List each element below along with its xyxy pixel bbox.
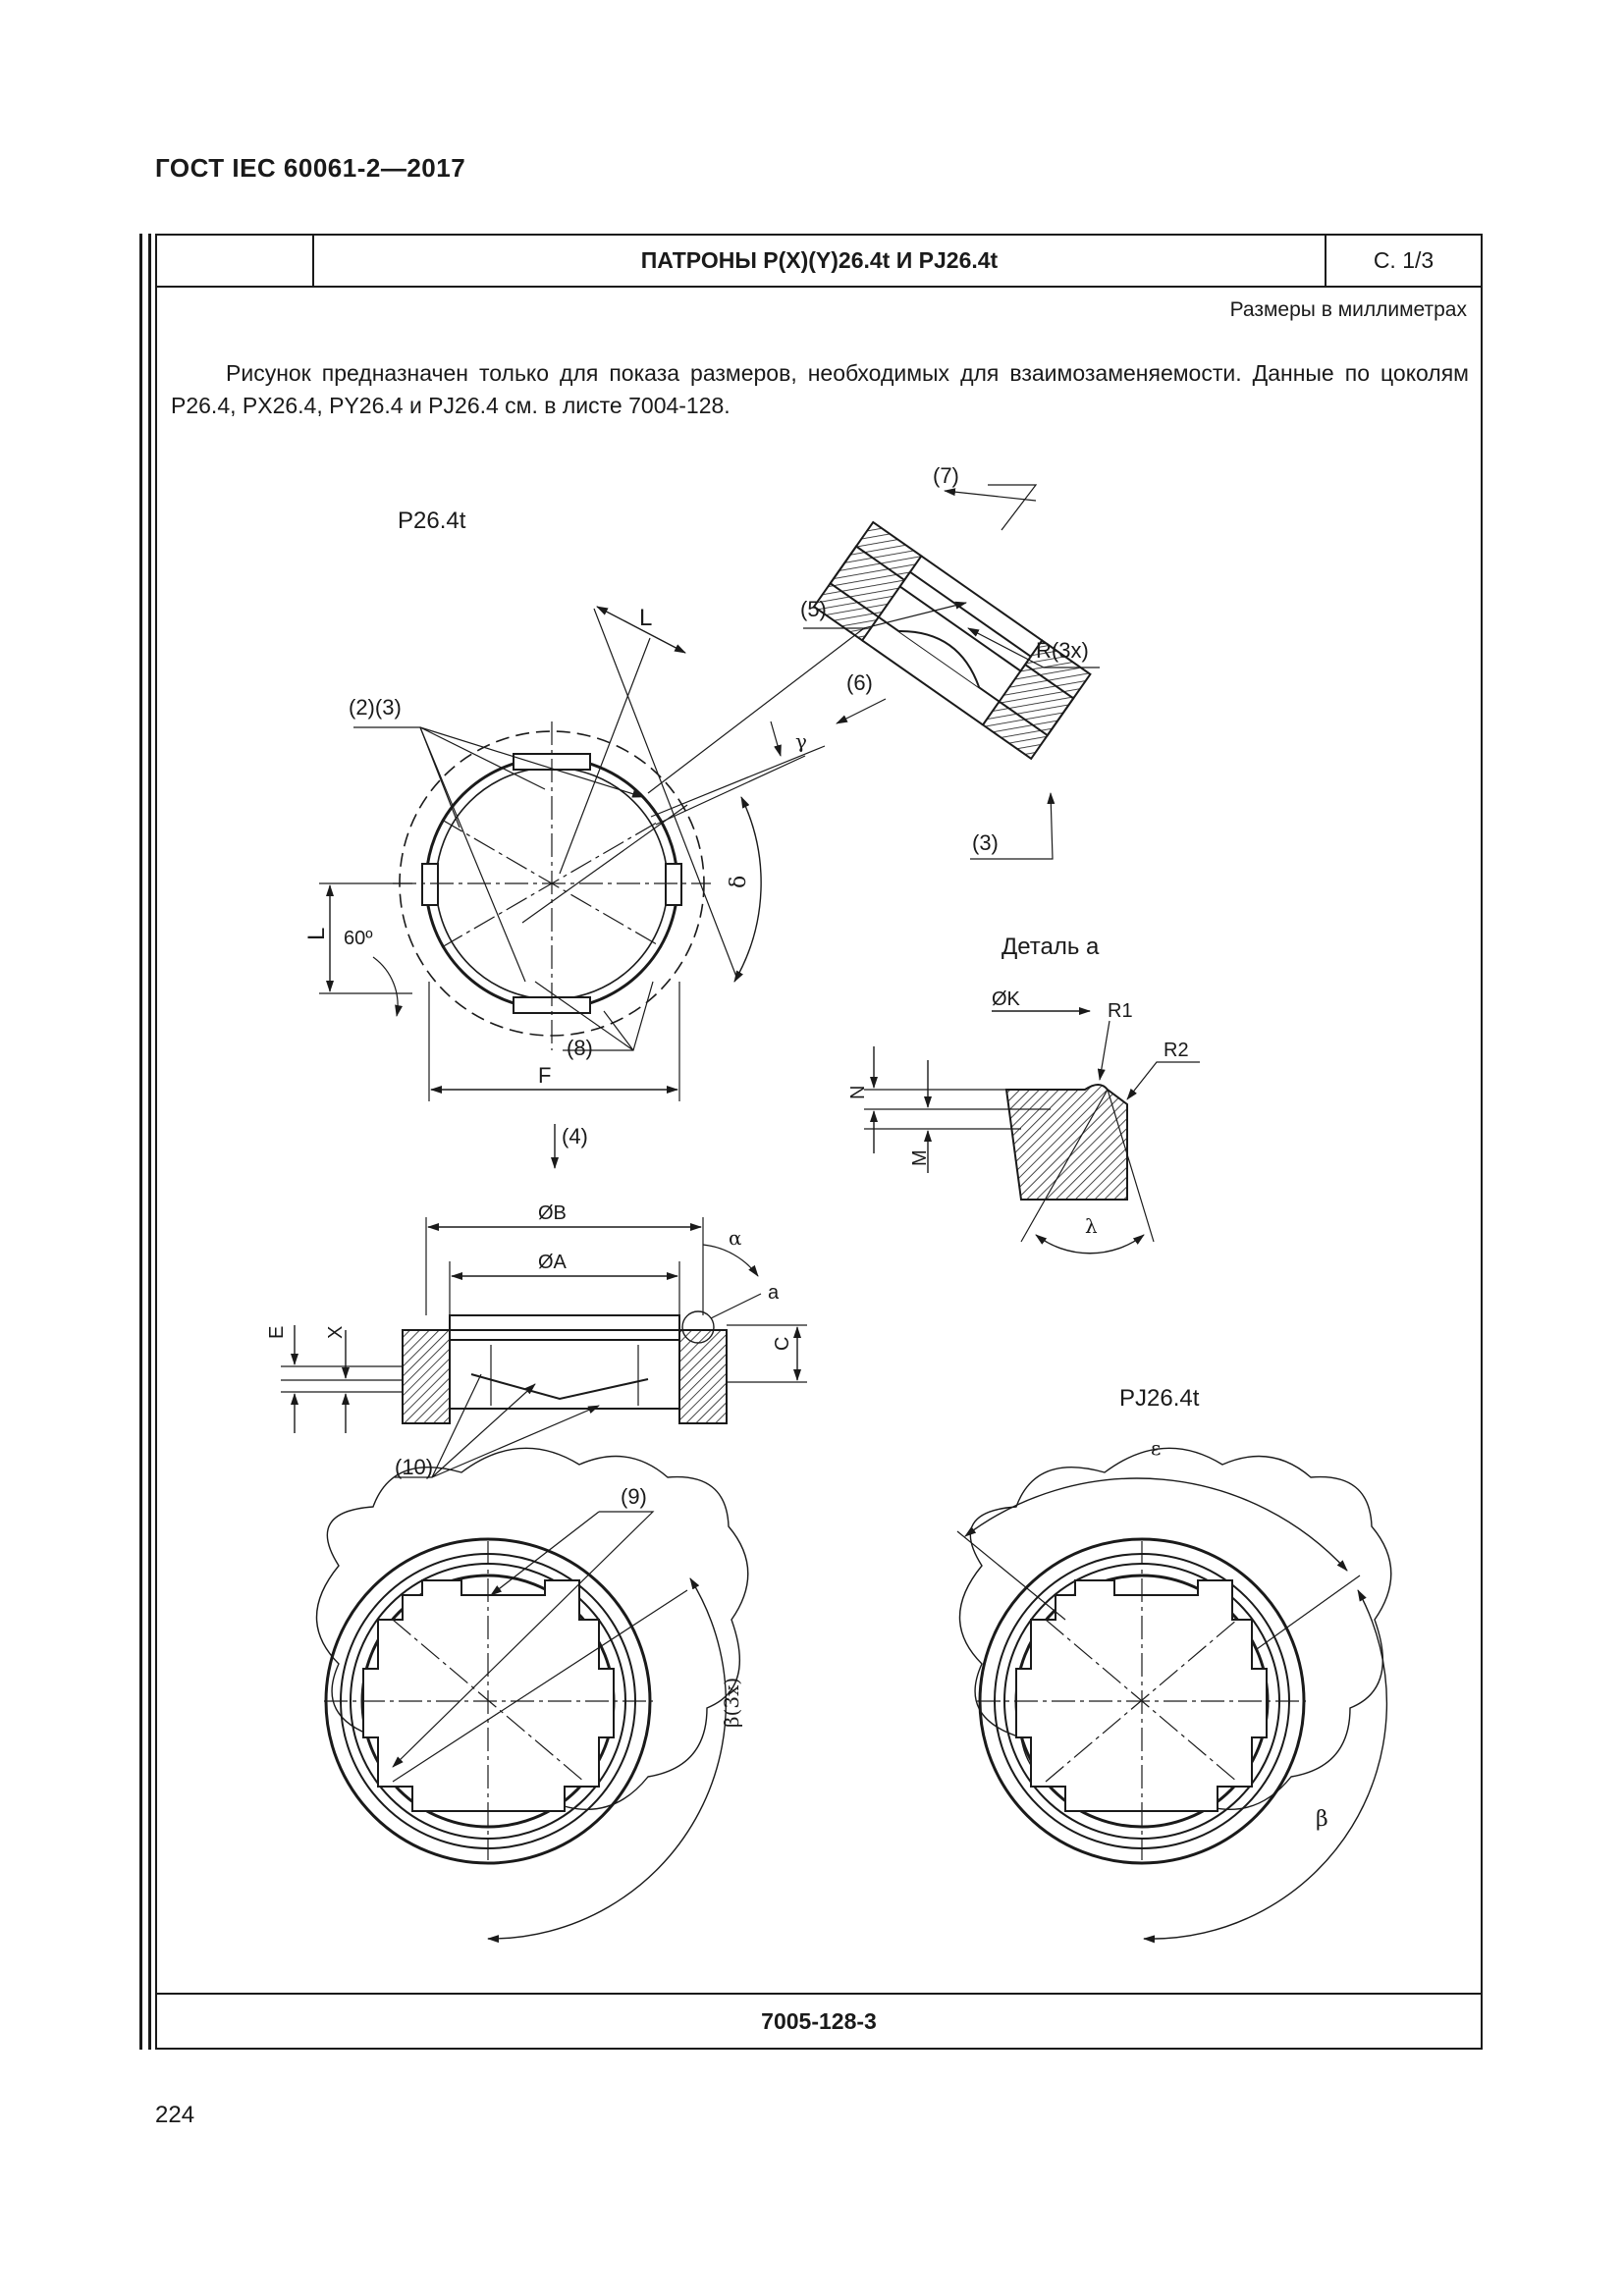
units-note: Размеры в миллиметрах	[1229, 298, 1467, 321]
label-epsilon: ε	[1151, 1436, 1161, 1460]
label-dim-R1: R1	[1108, 1000, 1133, 1022]
label-dim-L-left: L	[303, 928, 330, 940]
label-dim-K: ØK	[992, 988, 1021, 1010]
standard-sheet: ПАТРОНЫ P(X)(Y)26.4t И PJ26.4t С. 1/3 Ра…	[155, 234, 1483, 2050]
label-detail-a: Деталь a	[1001, 934, 1100, 960]
label-ref-2-3: (2)(3)	[349, 695, 402, 720]
title-row: ПАТРОНЫ P(X)(Y)26.4t И PJ26.4t С. 1/3	[157, 236, 1481, 288]
label-beta-3x: β(3x)	[720, 1678, 743, 1728]
intro-paragraph: Рисунок предназначен только для показа р…	[171, 360, 1469, 418]
label-ref-7: (7)	[933, 463, 959, 488]
label-dim-L-top: L	[639, 605, 652, 631]
p264t-bottom-view	[315, 1447, 749, 1944]
label-dim-E: E	[266, 1326, 288, 1339]
side-section-view	[281, 1217, 807, 1478]
p264t-top-view	[319, 606, 826, 1101]
sheet-title: ПАТРОНЫ P(X)(Y)26.4t И PJ26.4t	[314, 236, 1326, 286]
label-dim-M: M	[909, 1149, 931, 1166]
label-ref-9: (9)	[621, 1484, 647, 1509]
page-number: 224	[155, 2102, 195, 2128]
label-dim-C: C	[772, 1337, 793, 1351]
label-lambda: λ	[1085, 1214, 1098, 1238]
label-angle-60: 60º	[344, 928, 373, 949]
label-alpha: α	[729, 1226, 742, 1250]
detail-a	[864, 1007, 1200, 1255]
title-cell-blank	[157, 236, 314, 286]
standard-designation: ГОСТ IEC 60061-2—2017	[155, 153, 466, 183]
sheet-page-label: С. 1/3	[1373, 247, 1435, 273]
label-ref-3: (3)	[972, 830, 999, 855]
label-dim-B: ØB	[538, 1202, 567, 1224]
label-dim-X: X	[325, 1326, 347, 1339]
label-r-3x: R(3x)	[1036, 638, 1089, 663]
label-p264t: P26.4t	[398, 507, 466, 534]
tilted-section-view	[812, 520, 1092, 761]
label-ref-6: (6)	[846, 670, 873, 695]
label-ref-4: (4)	[562, 1124, 588, 1148]
binding-margin-lines	[139, 234, 151, 2050]
label-ref-5: (5)	[800, 597, 827, 621]
sheet-number: 7005-128-3	[157, 1993, 1481, 2048]
label-delta: δ	[727, 876, 751, 888]
pj264t-view	[956, 1447, 1392, 1944]
label-dim-F: F	[538, 1063, 551, 1088]
label-pj264t: PJ26.4t	[1119, 1385, 1200, 1412]
label-dim-A: ØA	[538, 1252, 568, 1273]
label-ref-8: (8)	[567, 1036, 593, 1060]
label-dim-N: N	[847, 1086, 869, 1099]
label-dim-R2: R2	[1164, 1040, 1189, 1061]
label-a: a	[768, 1282, 780, 1304]
label-beta: β	[1316, 1807, 1328, 1832]
label-ref-10: (10)	[395, 1455, 433, 1479]
label-gamma: γ	[795, 729, 807, 753]
